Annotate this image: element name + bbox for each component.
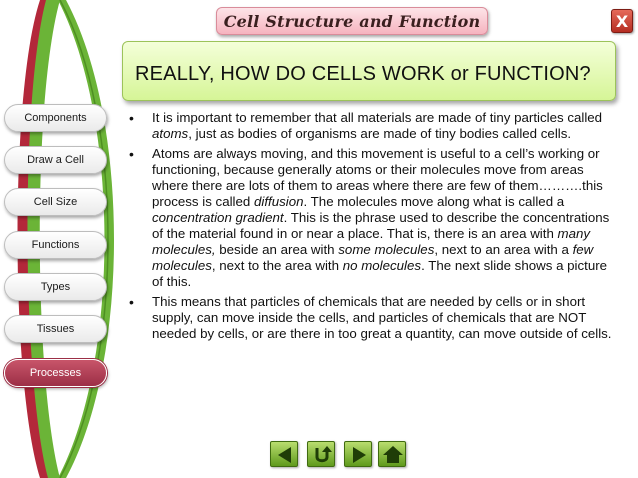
home-icon [383,446,403,463]
content-area: • It is important to remember that all m… [124,110,612,346]
bullet-item: • Atoms are always moving, and this move… [124,146,612,290]
bullet-text: Atoms are always moving, and this moveme… [152,146,612,290]
sidebar-item-types[interactable]: Types [4,273,107,301]
text-run: Atoms are always moving, and this moveme… [152,146,603,209]
text-run: beside an area with [215,242,339,257]
emphasized-term: atoms [152,126,189,141]
sidebar-item-functions[interactable]: Functions [4,231,107,259]
text-run: . The molecules move along what is calle… [303,194,565,209]
sidebar-item-cell-size[interactable]: Cell Size [4,188,107,216]
sidebar-item-label: Tissues [36,323,75,335]
bullet-item: • This means that particles of chemicals… [124,294,612,342]
app-title: Cell Structure and Function [223,11,481,31]
text-run: , next to an area with a [434,242,573,257]
page-title: REALLY, HOW DO CELLS WORK or FUNCTION? [135,62,591,85]
bullet-text: It is important to remember that all mat… [152,110,612,142]
return-button[interactable] [307,441,335,467]
back-button[interactable] [270,441,298,467]
bullet-item: • It is important to remember that all m… [124,110,612,142]
sidebar-item-label: Components [24,112,87,124]
text-run: It is important to remember that all mat… [152,110,603,125]
bullet-marker: • [129,110,134,126]
sidebar-item-components[interactable]: Components [4,104,107,132]
sidebar-item-tissues[interactable]: Tissues [4,315,107,343]
emphasized-term: diffusion [254,194,304,209]
right-arrow-icon [353,447,366,463]
home-button[interactable] [378,441,406,467]
text-run: This means that particles of chemicals t… [152,294,612,341]
text-run: , next to the area with [211,258,343,273]
sidebar-item-label: Processes [29,367,82,379]
bullet-marker: • [129,294,134,310]
emphasized-term: some molecules [338,242,435,257]
ribbon-edge [59,0,109,478]
left-arrow-icon [278,447,291,463]
close-button[interactable]: X [611,9,633,33]
emphasized-term: few molecules [152,242,594,273]
emphasized-term: concentration gradient [152,210,284,225]
sidebar-item-draw-a-cell[interactable]: Draw a Cell [4,146,107,174]
sidebar-item-processes[interactable]: Processes [4,359,107,387]
text-run: , just as bodies of organisms are made o… [188,126,572,141]
emphasized-term: no molecules [342,258,422,273]
bullet-text: This means that particles of chemicals t… [152,294,612,342]
emphasized-term: many molecules, [152,226,591,257]
title-banner: Cell Structure and Function [216,7,488,35]
sidebar-item-label: Functions [31,239,80,251]
u-turn-icon [315,446,332,463]
sidebar-item-label: Draw a Cell [27,154,84,166]
sidebar-item-label: Types [40,281,71,293]
sidebar-item-label: Cell Size [33,196,78,208]
heading-box: REALLY, HOW DO CELLS WORK or FUNCTION? [122,41,616,101]
text-run: . The next slide shows a picture of this… [152,258,608,289]
text-run: . This is the phrase used to describe th… [152,210,610,241]
bullet-marker: • [129,146,134,162]
next-button[interactable] [344,441,372,467]
